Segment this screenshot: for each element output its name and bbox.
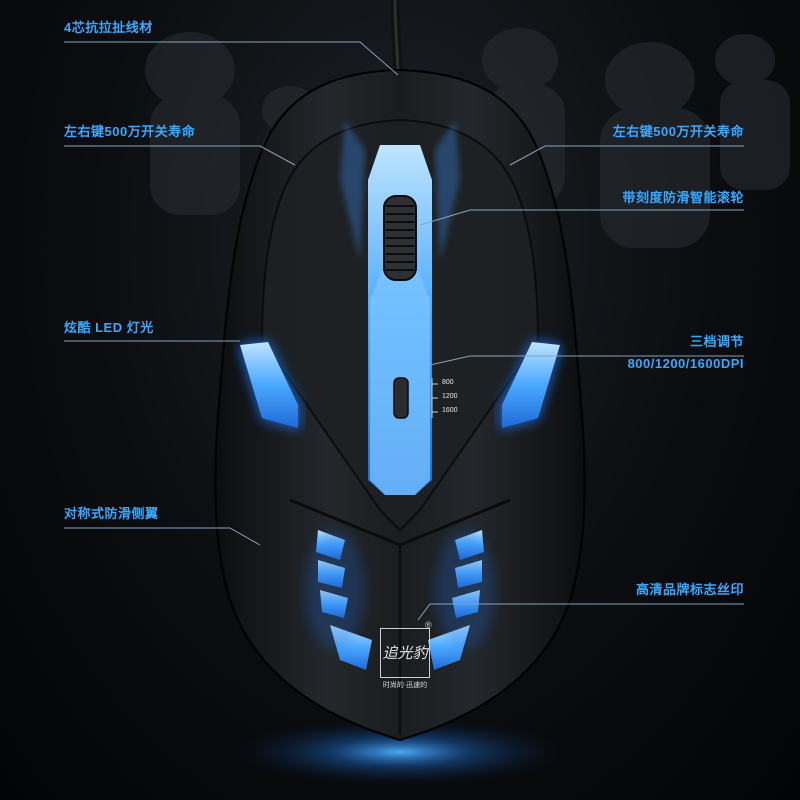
dpi-mark-800: 800 bbox=[442, 379, 454, 386]
callout-left-button: 左右键500万开关寿命 bbox=[64, 124, 196, 139]
callout-dpi-title: 三档调节 bbox=[689, 334, 744, 349]
callout-lines bbox=[64, 41, 744, 621]
callout-brand-print: 高清品牌标志丝印 bbox=[635, 582, 744, 597]
registered-mark: ® bbox=[425, 620, 432, 630]
callout-led: 炫酷 LED 灯光 bbox=[64, 320, 154, 335]
right-grip-leds bbox=[428, 530, 495, 670]
brand-logo: 追光豹 bbox=[380, 628, 430, 678]
right-wing-led bbox=[500, 340, 562, 430]
dpi-mark-1600: 1600 bbox=[442, 407, 458, 414]
brand-slogan: 时尚的·迅速的 bbox=[382, 682, 428, 689]
scroll-wheel bbox=[383, 195, 417, 281]
dpi-mark-1200: 1200 bbox=[442, 393, 458, 400]
brand-logo-glyphs: 追光豹 bbox=[382, 643, 428, 662]
callout-dpi-values: 800/1200/1600DPI bbox=[627, 356, 744, 371]
callout-side-grip: 对称式防滑侧翼 bbox=[64, 506, 159, 521]
left-wing-led bbox=[238, 340, 300, 430]
callout-scroll-wheel: 带刻度防滑智能滚轮 bbox=[622, 190, 744, 205]
callout-right-button: 左右键500万开关寿命 bbox=[612, 124, 744, 139]
left-grip-leds bbox=[305, 530, 372, 670]
floor-glow bbox=[230, 718, 570, 786]
callout-cable: 4芯抗拉扯线材 bbox=[64, 20, 153, 35]
dpi-button bbox=[393, 377, 409, 419]
